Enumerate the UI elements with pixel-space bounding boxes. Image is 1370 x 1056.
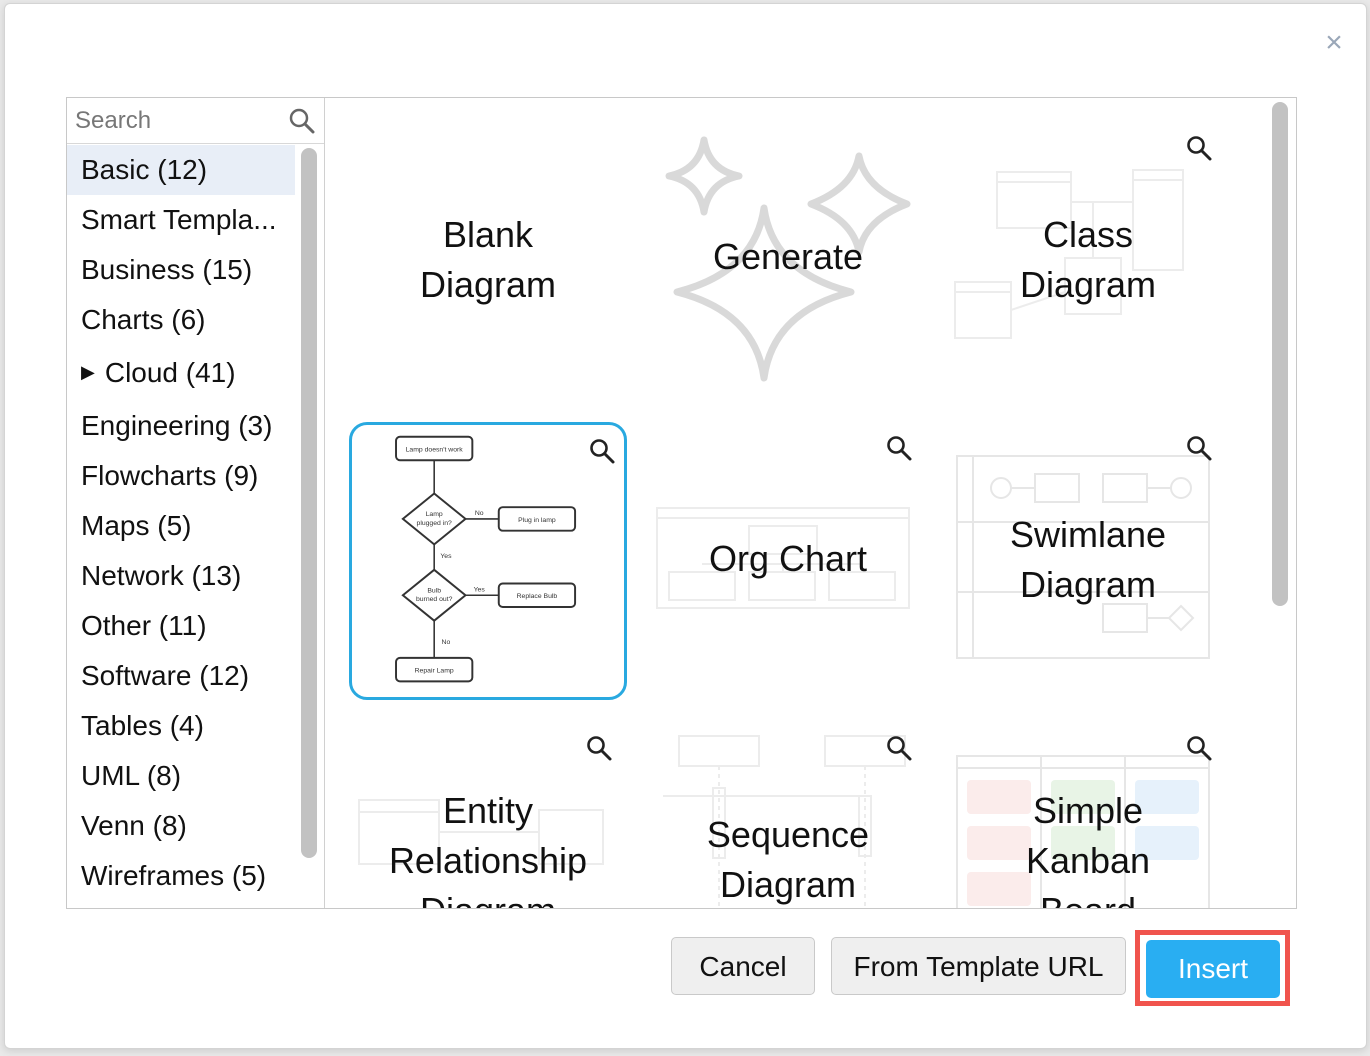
cancel-button[interactable]: Cancel [671, 937, 815, 995]
template-label: Swimlane [1009, 514, 1167, 555]
template-label: Diagram [1019, 564, 1157, 605]
svg-text:No: No [475, 510, 484, 517]
template-label: Board [949, 886, 1227, 908]
category-tables[interactable]: Tables (4) [81, 710, 204, 741]
category-other[interactable]: Other (11) [81, 610, 207, 641]
template-label: Diagram [349, 886, 627, 908]
svg-text:No: No [442, 639, 451, 646]
search-icon[interactable] [287, 106, 317, 136]
category-sidebar: Basic (12) Smart Templa... Business (15)… [67, 98, 325, 908]
zoom-icon[interactable] [1185, 434, 1213, 462]
template-label: Relationship [388, 840, 588, 881]
template-sequence-diagram[interactable]: Sequence Diagram [649, 722, 927, 908]
category-cloud-label: Cloud (41) [104, 357, 236, 388]
svg-text:Yes: Yes [474, 586, 486, 593]
template-label: Generate [712, 236, 864, 277]
template-blank-diagram[interactable]: Blank Diagram [349, 122, 627, 400]
svg-text:Yes: Yes [440, 553, 452, 560]
template-entity-relationship-diagram[interactable]: Entity Relationship Diagram [349, 722, 627, 908]
zoom-icon[interactable] [885, 434, 913, 462]
category-list: Basic (12) Smart Templa... Business (15)… [67, 145, 295, 901]
sidebar-scrollbar[interactable] [301, 148, 317, 858]
template-grid: Blank Diagram Generate [325, 98, 1296, 908]
class-diagram-preview [954, 169, 1184, 339]
template-flowchart[interactable]: Lamp doesn't work Lamp plugged in? No Pl… [349, 422, 627, 700]
category-engineering[interactable]: Engineering (3) [81, 410, 273, 441]
from-template-url-button[interactable]: From Template URL [831, 937, 1126, 995]
template-label: Simple [1032, 790, 1144, 831]
template-grid-scrollbar[interactable] [1272, 102, 1288, 606]
insert-button[interactable]: Insert [1146, 940, 1280, 998]
close-icon[interactable]: × [1325, 26, 1343, 59]
template-browser: Basic (12) Smart Templa... Business (15)… [66, 97, 1297, 909]
category-business[interactable]: Business (15) [81, 254, 253, 285]
category-software[interactable]: Software (12) [81, 660, 250, 691]
category-charts[interactable]: Charts (6) [81, 304, 206, 335]
svg-text:Bulb: Bulb [427, 587, 441, 594]
category-venn[interactable]: Venn (8) [81, 810, 187, 841]
svg-text:Plug in lamp: Plug in lamp [518, 517, 556, 524]
category-flowcharts[interactable]: Flowcharts (9) [81, 460, 259, 491]
svg-text:burned out?: burned out? [416, 596, 453, 603]
template-label: Diagram [419, 264, 557, 305]
er-diagram-preview [358, 799, 604, 865]
search-box [67, 98, 324, 144]
template-label: Class [1042, 214, 1134, 255]
expand-triangle-icon[interactable]: ▶ [81, 361, 95, 382]
zoom-icon[interactable] [585, 734, 613, 762]
zoom-icon[interactable] [885, 734, 913, 762]
template-simple-kanban-board[interactable]: Simple Kanban Board [949, 722, 1227, 908]
template-label: Blank [442, 214, 534, 255]
svg-text:Replace Bulb: Replace Bulb [517, 593, 558, 600]
zoom-icon[interactable] [588, 437, 616, 465]
svg-text:Repair Lamp: Repair Lamp [415, 668, 454, 675]
template-swimlane-diagram[interactable]: Swimlane Diagram [949, 422, 1227, 700]
swimlane-preview [956, 455, 1210, 659]
template-label: Org Chart [708, 538, 868, 579]
flowchart-preview: Lamp doesn't work Lamp plugged in? No Pl… [395, 435, 577, 683]
category-maps[interactable]: Maps (5) [81, 510, 192, 541]
org-chart-preview [656, 507, 910, 609]
category-wireframes[interactable]: Wireframes (5) [81, 860, 267, 891]
sparkle-icon [665, 136, 911, 382]
kanban-preview [956, 755, 1210, 908]
template-org-chart[interactable]: Org Chart [649, 422, 927, 700]
category-basic[interactable]: Basic (12) [67, 145, 295, 195]
zoom-icon[interactable] [1185, 734, 1213, 762]
search-input[interactable] [67, 98, 281, 143]
template-generate[interactable]: Generate [649, 122, 927, 400]
template-label: Diagram [719, 864, 857, 905]
category-network[interactable]: Network (13) [81, 560, 242, 591]
template-label: Sequence [706, 814, 870, 855]
category-smart-templates[interactable]: Smart Templa... [81, 204, 277, 235]
insert-highlight [1135, 930, 1290, 1006]
template-label: Entity [442, 790, 534, 831]
template-label: Diagram [1019, 264, 1157, 305]
svg-text:Lamp: Lamp [426, 511, 443, 518]
svg-text:plugged in?: plugged in? [417, 520, 453, 527]
sequence-diagram-preview [663, 735, 906, 908]
template-class-diagram[interactable]: Class Diagram [949, 122, 1227, 400]
svg-text:Lamp doesn't work: Lamp doesn't work [406, 446, 464, 453]
category-uml[interactable]: UML (8) [81, 760, 182, 791]
template-label: Kanban [1025, 840, 1151, 881]
category-cloud[interactable]: ▶ Cloud (41) [67, 345, 295, 401]
zoom-icon[interactable] [1185, 134, 1213, 162]
